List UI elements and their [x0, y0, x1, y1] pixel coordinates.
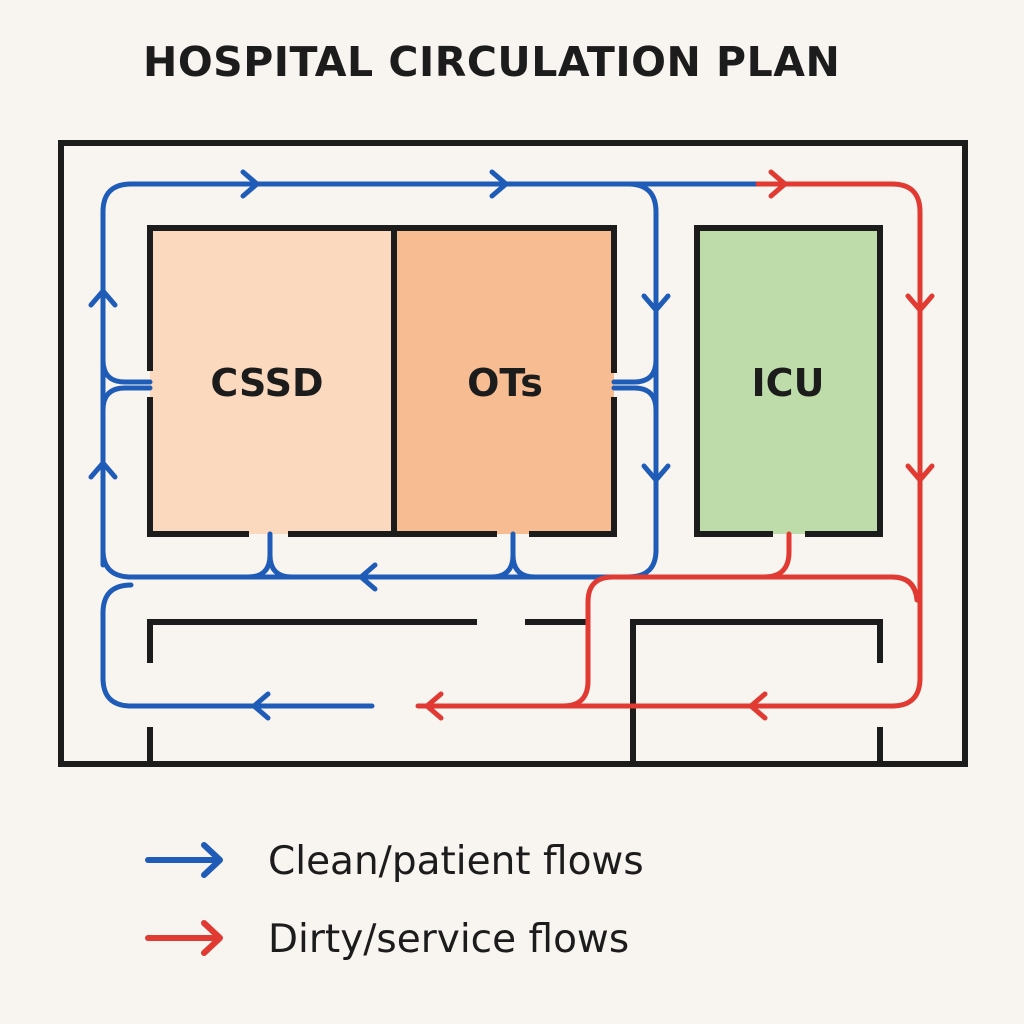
clean-arrowhead-right-1 — [641, 293, 671, 313]
legend-label-dirty: Dirty/service flows — [268, 917, 629, 962]
clean-flow-theatre-loop — [100, 181, 659, 580]
icu-wall — [694, 225, 883, 537]
outer-wall — [58, 140, 968, 767]
clean-arrowhead-top-1 — [240, 169, 260, 199]
room-label-cssd: CSSD — [210, 361, 323, 405]
clean-flow-lower-loop — [100, 582, 375, 709]
clean-flow-cssd-bottom-door — [245, 531, 273, 580]
lower-left-wall — [147, 619, 477, 663]
clean-flow-ots-bottom-door-right — [510, 552, 538, 580]
clean-flows — [88, 169, 763, 721]
dirty-arrowhead-bottom-2 — [424, 691, 444, 721]
clean-flow-ots-exit-lower — [611, 385, 659, 413]
dirty-flows — [415, 169, 935, 721]
room-label-icu: ICU — [752, 361, 825, 405]
clean-flow-ots-exit-upper — [611, 357, 659, 385]
theatre-block-wall — [147, 225, 617, 373]
cssd-room — [150, 228, 393, 534]
legend-label-clean: Clean/patient flows — [268, 839, 644, 884]
dirty-flow-icu-right-corridor — [415, 181, 923, 709]
blue-arrow-right-icon — [145, 842, 223, 878]
lower-right-wall — [630, 619, 883, 767]
dirty-arrowhead-bottom-1 — [748, 691, 768, 721]
room-label-ots: OTs — [467, 361, 543, 405]
legend: Clean/patient flows Dirty/service flows — [145, 839, 644, 962]
diagram-title: HOSPITAL CIRCULATION PLAN — [143, 38, 841, 86]
red-arrow-right-icon — [145, 920, 223, 956]
clean-arrowhead-lower — [251, 691, 271, 721]
clean-arrowhead-left-2 — [88, 460, 118, 480]
clean-arrowhead-right-2 — [641, 463, 671, 483]
clean-arrowhead-left-1 — [88, 288, 118, 308]
clean-arrowhead-bottom — [358, 562, 378, 592]
walls — [58, 140, 968, 767]
dirty-arrowhead-top — [768, 169, 788, 199]
dirty-flow-inner-loop — [757, 574, 920, 603]
clean-flow-cssd-bottom-door-right — [267, 552, 295, 580]
dirty-flow-icu-exit — [560, 531, 792, 709]
icu-room — [697, 228, 880, 534]
dirty-arrowhead-right-1 — [905, 293, 935, 313]
clean-flow-top-corridor — [100, 181, 763, 568]
clean-flow-cssd-entry-upper — [100, 357, 153, 385]
clean-flow-cssd-entry-lower — [100, 385, 153, 413]
ots-room — [397, 228, 614, 534]
dirty-arrowhead-right-2 — [905, 463, 935, 483]
clean-flow-ots-bottom-door — [488, 531, 516, 580]
clean-arrowhead-top-2 — [489, 169, 509, 199]
